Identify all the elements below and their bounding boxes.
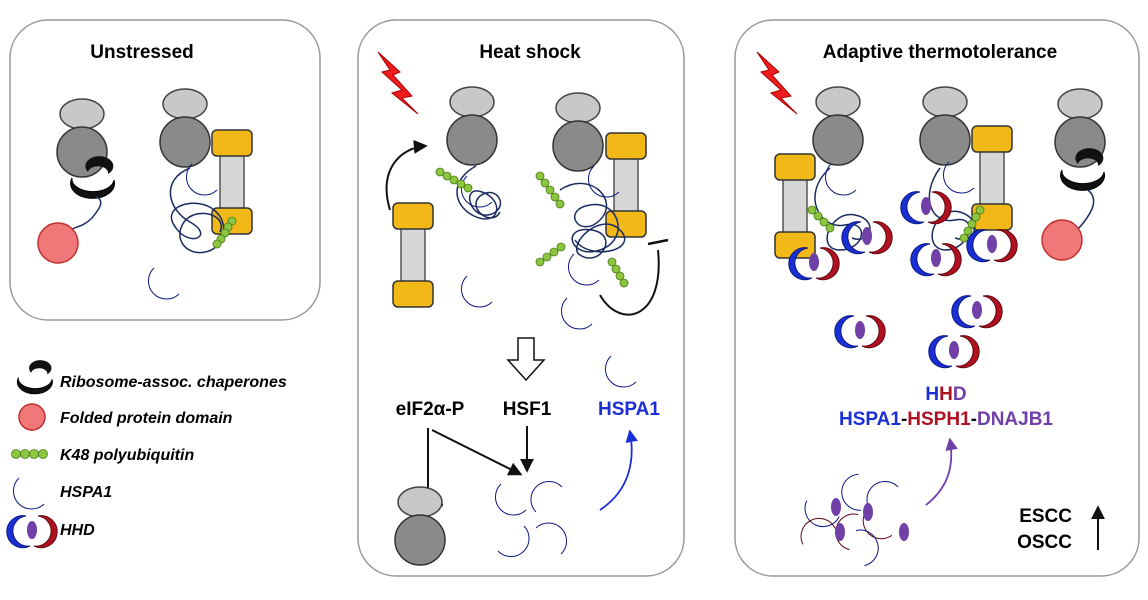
hhd-complex-label: HSPA1-HSPH1-DNAJB1 [839,409,1053,430]
hhd-cluster [797,470,909,569]
green-beads-icon [11,449,48,459]
panel-adaptive-thermotolerance: Adaptive thermotolerance [734,19,1140,577]
hhd-label: HHD [925,384,966,405]
legend: Ribosome-assoc. chaperones Folded protei… [6,359,287,549]
adaptive-ribosome-2 [900,86,1018,277]
panel-title-unstressed: Unstressed [90,42,194,63]
ribosome-stalled-2 [535,92,669,316]
hspa1-label: HSPA1 [598,399,660,420]
svg-text:Ribosome-assoc. chaperones: Ribosome-assoc. chaperones [60,374,287,391]
adaptive-ribosome-1 [774,86,893,281]
legend-item-hspa1: HSPA1 [12,477,112,510]
down-arrow-icon [506,337,546,382]
ribosome-with-chaperone [37,98,116,264]
legend-item-ubiquitin: K48 polyubiquitin [11,447,194,464]
svg-text:HSPA1: HSPA1 [60,484,112,501]
legend-item-folded-domain: Folded protein domain [18,403,233,431]
ribosome-with-hsp [159,88,253,254]
escc-label: ESCC [1019,506,1072,527]
panel-heat-shock: Heat shock [357,19,685,577]
svg-text:Folded protein domain: Folded protein domain [60,410,233,427]
legend-item-ribosome-chaperones: Ribosome-assoc. chaperones [16,359,287,395]
svg-text:K48 polyubiquitin: K48 polyubiquitin [60,447,194,464]
adaptive-ribosome-3 [1041,88,1106,261]
panel-title-heat-shock: Heat shock [479,42,581,63]
black-crescent-icon [16,359,53,395]
hhd-complex-icon [6,515,58,549]
oscc-label: OSCC [1017,532,1072,553]
ribosome-stalled-1 [435,86,502,220]
pink-circle-icon [18,403,46,431]
blue-crescent-icon [12,477,45,510]
eif2a-p-label: eIF2α-P [396,399,465,420]
hsf1-label: HSF1 [503,399,552,420]
folded-domain-icon [37,222,79,264]
svg-text:HHD: HHD [60,522,95,539]
panel-title-adaptive: Adaptive thermotolerance [823,42,1057,63]
panel-unstressed: Unstressed [9,19,321,321]
legend-item-hhd: HHD [6,515,95,549]
ubiquitin-chain [212,216,237,249]
